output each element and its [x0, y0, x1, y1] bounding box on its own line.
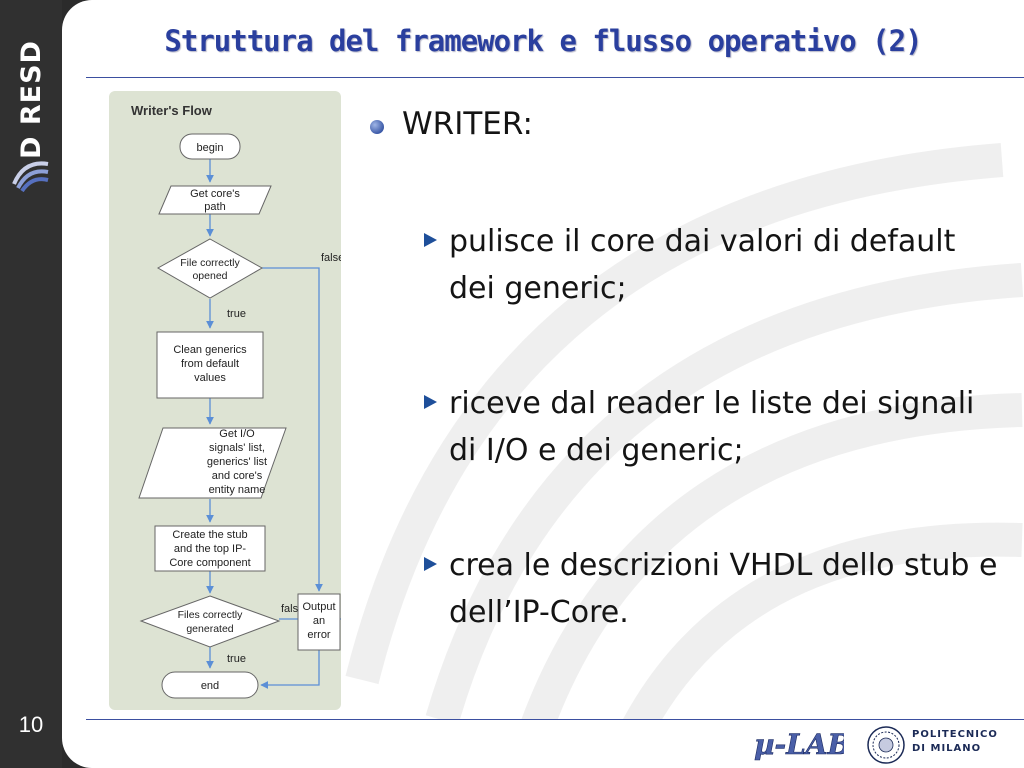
mu-lab-logo-text: µ-LAB: [754, 729, 844, 761]
end-label: end: [201, 680, 219, 692]
polimi-seal-icon: [867, 726, 905, 764]
polimi-line-2: DI MILANO: [912, 743, 982, 754]
get-core-path-node: [158, 185, 272, 215]
clean-line-1: Clean generics: [173, 344, 247, 356]
create-stub-node: [154, 525, 266, 572]
file-opened-line-2: opened: [192, 270, 227, 282]
round-bullet-icon: [370, 120, 384, 134]
get-path-line-2: path: [204, 201, 225, 213]
sub-bullet-1: pulisce il core dai valori di default de…: [424, 218, 1009, 312]
sub-bullet-3-text: crea le descrizioni VHDL dello stub e de…: [449, 548, 998, 630]
files-generated-line-2: generated: [186, 623, 233, 635]
sidebar: D RESD 10: [0, 0, 62, 768]
sub-bullet-3: crea le descrizioni VHDL dello stub e de…: [424, 542, 1009, 636]
sub-bullet-2-text: riceve dal reader le liste dei signali d…: [449, 386, 975, 468]
watermark-logo: [345, 143, 1024, 720]
edge-true-2: true: [227, 653, 246, 665]
dresd-logo: D RESD: [8, 40, 54, 159]
create-stub-line-3: Core component: [169, 557, 250, 569]
get-io-line-5: entity name: [209, 484, 266, 496]
get-io-node: [138, 427, 287, 499]
dresd-logo-text: D RESD: [15, 39, 47, 159]
create-stub-line-2: and the top IP-: [174, 543, 246, 555]
get-io-line-4: and core's: [212, 470, 263, 482]
triangle-bullet-icon: [424, 557, 437, 571]
output-error-line-3: error: [307, 629, 331, 641]
slide: Struttura del framework e flusso operati…: [62, 0, 1024, 768]
file-opened-line-1: File correctly: [180, 257, 240, 269]
clean-generics-node: [156, 331, 264, 399]
clean-line-2: from default: [181, 358, 239, 370]
bullet-writer: WRITER:: [370, 106, 533, 142]
page-number: 10: [18, 712, 44, 737]
begin-node: [179, 133, 241, 160]
triangle-bullet-icon: [424, 233, 437, 247]
slide-title: Struttura del framework e flusso operati…: [164, 24, 922, 58]
title-divider: [86, 77, 1024, 78]
file-opened-decision: [156, 238, 264, 299]
polimi-line-1: POLITECNICO: [912, 729, 998, 740]
edge-true-1: true: [227, 308, 246, 320]
sub-bullet-2: riceve dal reader le liste dei signali d…: [424, 380, 1009, 474]
writers-flow-diagram: Writer's Flow begin Get core's path File…: [131, 103, 341, 699]
get-io-line-2: signals' list,: [209, 442, 265, 454]
edge-false-1: false: [321, 252, 341, 264]
output-error-line-2: an: [313, 615, 325, 627]
get-io-line-3: generics' list: [207, 456, 267, 468]
writer-heading: WRITER:: [402, 106, 533, 142]
end-node: [161, 671, 259, 699]
sub-bullet-1-text: pulisce il core dai valori di default de…: [449, 224, 956, 306]
triangle-bullet-icon: [424, 395, 437, 409]
swoosh-icon: [12, 161, 49, 192]
get-path-line-1: Get core's: [190, 188, 240, 200]
output-error-line-1: Output: [302, 601, 335, 613]
polimi-logo-text: POLITECNICO DI MILANO: [912, 728, 998, 756]
clean-line-3: values: [194, 372, 226, 384]
files-generated-decision: [139, 595, 281, 648]
output-error-node: [297, 593, 341, 651]
create-stub-line-1: Create the stub: [172, 529, 247, 541]
mu-lab-logo: µ-LAB: [754, 729, 844, 761]
flow-heading: Writer's Flow: [131, 103, 213, 118]
files-generated-line-1: Files correctly: [178, 609, 244, 621]
footer-divider: [86, 719, 1024, 720]
begin-label: begin: [197, 142, 224, 154]
get-io-line-1: Get I/O: [219, 428, 255, 440]
